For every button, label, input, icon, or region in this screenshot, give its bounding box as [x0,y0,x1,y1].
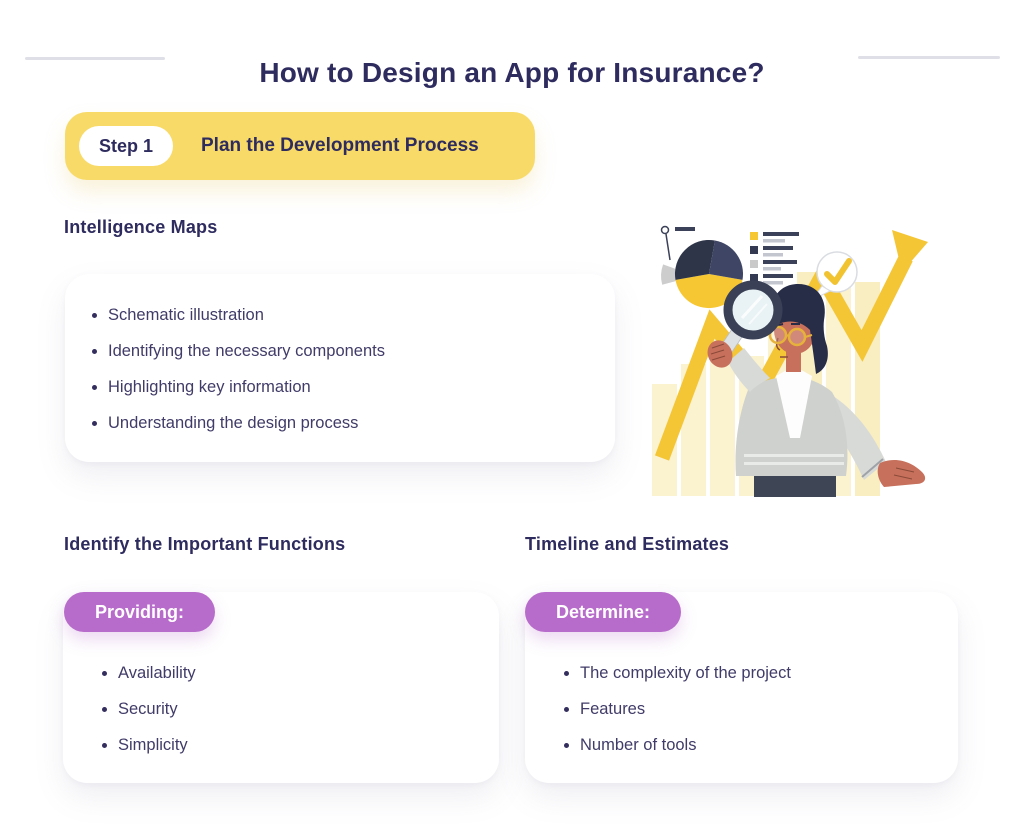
bullet-item: Number of tools [564,727,958,763]
step-banner: Step 1 Plan the Development Process [65,112,535,180]
bullet-item: Simplicity [102,727,499,763]
bullet-item: Schematic illustration [92,297,615,333]
bullet-item: The complexity of the project [564,655,958,691]
intelligence-maps-heading: Intelligence Maps [64,217,218,237]
bullet-item: Identifying the necessary components [92,333,615,369]
bullet-item: Highlighting key information [92,369,615,405]
step-number-pill: Step 1 [79,126,173,166]
magnifying-glass-icon [707,280,783,368]
legend-checklist-icon [750,232,799,285]
title-divider-right [858,56,1000,59]
bullet-item: Availability [102,655,499,691]
step-banner-title: Plan the Development Process [201,135,479,156]
page-title: How to Design an App for Insurance? [259,56,765,88]
providing-badge: Providing: [64,592,215,632]
analyst-illustration [652,225,928,497]
timeline-estimates-heading: Timeline and Estimates [525,534,730,554]
important-functions-heading: Identify the Important Functions [64,534,346,554]
determine-badge: Determine: [525,592,682,632]
bullet-item: Understanding the design process [92,405,615,441]
title-divider-left [25,57,165,60]
bullet-item: Security [102,691,499,727]
analyst-figure [728,284,926,497]
bullet-item: Features [564,691,958,727]
